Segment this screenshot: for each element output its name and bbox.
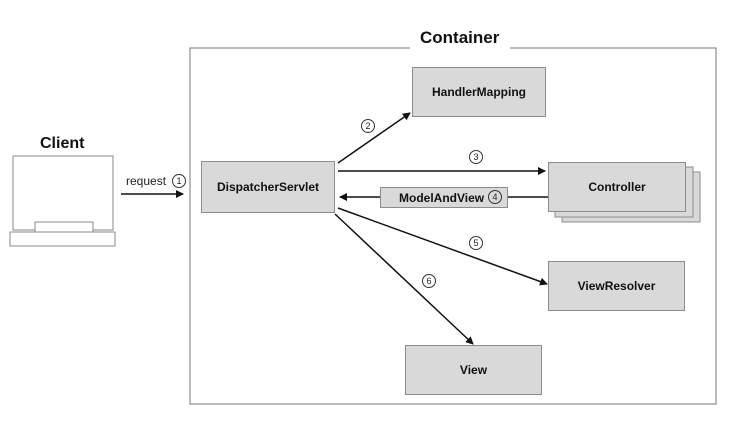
arrow-to-handler-mapping — [337, 112, 411, 164]
client-title: Client — [40, 135, 85, 152]
view-box: View — [405, 345, 542, 395]
dispatcher-servlet-box: DispatcherServlet — [201, 161, 335, 213]
model-and-view-box: ModelAndView — [380, 187, 508, 208]
container-frame — [189, 47, 717, 405]
controller-box: Controller — [548, 162, 686, 212]
arrow-to-view-resolver — [337, 207, 548, 286]
step-2-marker: 2 — [361, 119, 375, 133]
step-4-marker: 4 — [488, 190, 502, 204]
request-label: request — [126, 174, 167, 188]
step-3-marker: 3 — [469, 150, 483, 164]
handler-mapping-box: HandlerMapping — [412, 67, 546, 117]
view-resolver-box: ViewResolver — [548, 261, 685, 311]
client-computer-icon — [9, 155, 116, 247]
step-6-marker: 6 — [422, 274, 436, 288]
arrow-to-view — [334, 213, 474, 345]
model-and-view-label: ModelAndView — [399, 190, 485, 205]
step-1-marker: 1 — [172, 174, 186, 188]
container-title: Container — [420, 28, 500, 47]
step-5-marker: 5 — [469, 236, 483, 250]
